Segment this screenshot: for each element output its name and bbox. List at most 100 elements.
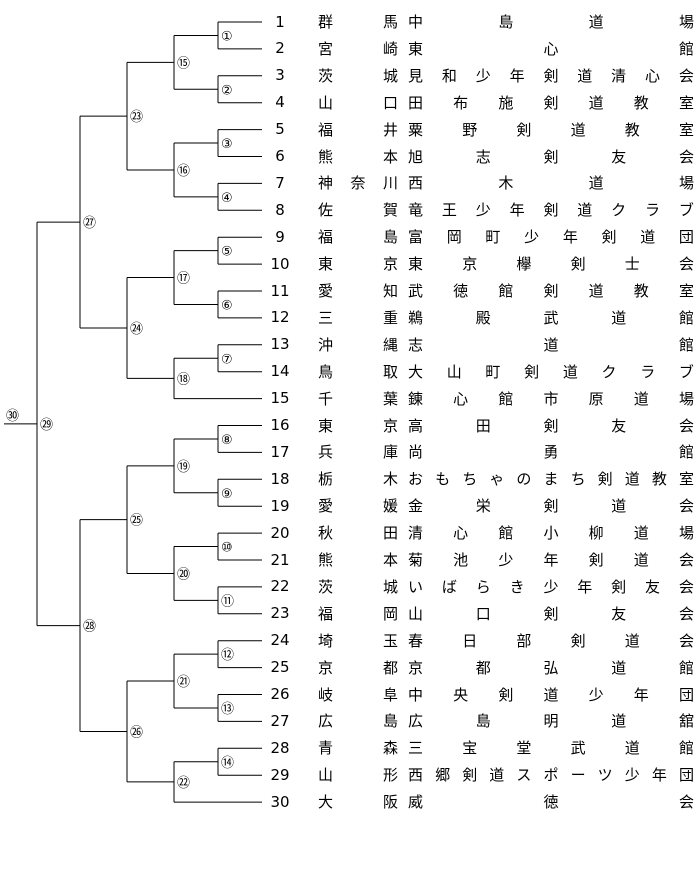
seed-number: 10 bbox=[270, 254, 290, 273]
glyph: 中 bbox=[408, 13, 424, 32]
seed-number: 9 bbox=[275, 227, 285, 246]
glyph: 剣 bbox=[516, 120, 532, 139]
glyph: 会 bbox=[678, 551, 694, 570]
glyph: 口 bbox=[382, 93, 398, 112]
prefecture-name: 茨城 bbox=[298, 65, 408, 86]
glyph: 心 bbox=[543, 39, 559, 58]
prefecture-name: 愛媛 bbox=[298, 495, 408, 516]
prefecture-name: 宮崎 bbox=[298, 38, 408, 59]
glyph: 志 bbox=[475, 147, 491, 166]
glyph: 広 bbox=[408, 712, 424, 731]
glyph: 道 bbox=[577, 66, 593, 85]
prefecture-name: 福岡 bbox=[298, 603, 408, 624]
glyph: 富 bbox=[408, 228, 424, 247]
glyph: 会 bbox=[678, 255, 694, 274]
glyph: 東 bbox=[318, 255, 334, 274]
glyph: 道 bbox=[489, 766, 505, 785]
glyph: ポ bbox=[543, 766, 559, 785]
glyph: 岡 bbox=[382, 604, 398, 623]
team-name: 京都弘道館 bbox=[408, 657, 700, 678]
glyph: 竜 bbox=[408, 201, 424, 220]
glyph: 教 bbox=[651, 470, 667, 489]
seed-number: 4 bbox=[275, 93, 285, 112]
team-row: 12 三重鵜殿武道館 bbox=[262, 304, 700, 330]
glyph: 道 bbox=[543, 685, 559, 704]
glyph: 福 bbox=[318, 228, 334, 247]
seed-number: 30 bbox=[270, 792, 290, 811]
glyph: 沖 bbox=[318, 335, 334, 354]
glyph: 佐 bbox=[318, 201, 334, 220]
glyph: 尚 bbox=[408, 443, 424, 462]
glyph: 春 bbox=[408, 631, 424, 650]
glyph: 殿 bbox=[475, 308, 491, 327]
glyph: 栃 bbox=[318, 470, 334, 489]
team-name: 東心館 bbox=[408, 38, 700, 59]
glyph: 道 bbox=[588, 282, 604, 301]
seed-number: 2 bbox=[275, 39, 285, 58]
seed-number: 14 bbox=[270, 362, 290, 381]
glyph: 阪 bbox=[382, 793, 398, 812]
team-name: 金栄剣道会 bbox=[408, 495, 700, 516]
seed-number: 6 bbox=[275, 147, 285, 166]
glyph: 剣 bbox=[611, 577, 627, 596]
glyph: 清 bbox=[408, 524, 424, 543]
match-number: ⑨ bbox=[221, 487, 233, 502]
team-name: 武徳館剣道教室 bbox=[408, 280, 700, 301]
glyph: 会 bbox=[678, 416, 694, 435]
glyph: も bbox=[435, 470, 451, 489]
glyph: 室 bbox=[678, 470, 694, 489]
match-number: ⑪ bbox=[221, 594, 234, 609]
team-name: 山口剣友会 bbox=[408, 603, 700, 624]
match-number: ⑤ bbox=[221, 245, 233, 260]
team-name: 大山町剣道クラブ bbox=[408, 361, 700, 382]
glyph: 栄 bbox=[475, 497, 491, 516]
seed-number: 28 bbox=[270, 738, 290, 757]
prefecture-name: 熊本 bbox=[298, 146, 408, 167]
match-number: ㉕ bbox=[130, 514, 143, 529]
prefecture-name: 埼玉 bbox=[298, 630, 408, 651]
glyph: 木 bbox=[498, 174, 514, 193]
glyph: 福 bbox=[318, 120, 334, 139]
glyph: 城 bbox=[382, 577, 398, 596]
seed-number: 11 bbox=[270, 281, 290, 300]
glyph: 鳥 bbox=[318, 362, 334, 381]
glyph: 道 bbox=[588, 13, 604, 32]
seed-number: 12 bbox=[270, 308, 290, 327]
glyph: 年 bbox=[509, 66, 525, 85]
seed-number: 18 bbox=[270, 469, 290, 488]
team-name: 鵜殿武道館 bbox=[408, 307, 700, 328]
prefecture-name: 三重 bbox=[298, 307, 408, 328]
glyph: 館 bbox=[498, 524, 514, 543]
match-number: ⑲ bbox=[177, 460, 190, 475]
prefecture-name: 京都 bbox=[298, 657, 408, 678]
seed-number: 8 bbox=[275, 200, 285, 219]
seed-number: 15 bbox=[270, 389, 290, 408]
seed-number: 13 bbox=[270, 335, 290, 354]
glyph: 道 bbox=[543, 335, 559, 354]
glyph: 田 bbox=[382, 524, 398, 543]
glyph: 町 bbox=[485, 362, 501, 381]
team-name: 竜王少年剣道クラブ bbox=[408, 199, 700, 220]
team-name: 三宝堂武道館 bbox=[408, 737, 700, 758]
glyph: 道 bbox=[562, 362, 578, 381]
glyph: 少 bbox=[475, 66, 491, 85]
team-name: 広島明道舘 bbox=[408, 710, 700, 731]
match-number: ⑭ bbox=[221, 756, 234, 771]
glyph: 原 bbox=[588, 389, 604, 408]
glyph: 少 bbox=[524, 228, 540, 247]
glyph: 山 bbox=[408, 604, 424, 623]
seed-number: 1 bbox=[275, 12, 285, 31]
match-number: ⑱ bbox=[177, 372, 190, 387]
glyph: 熊 bbox=[318, 551, 334, 570]
glyph: 威 bbox=[408, 793, 424, 812]
glyph: 会 bbox=[678, 497, 694, 516]
glyph: 館 bbox=[678, 39, 694, 58]
